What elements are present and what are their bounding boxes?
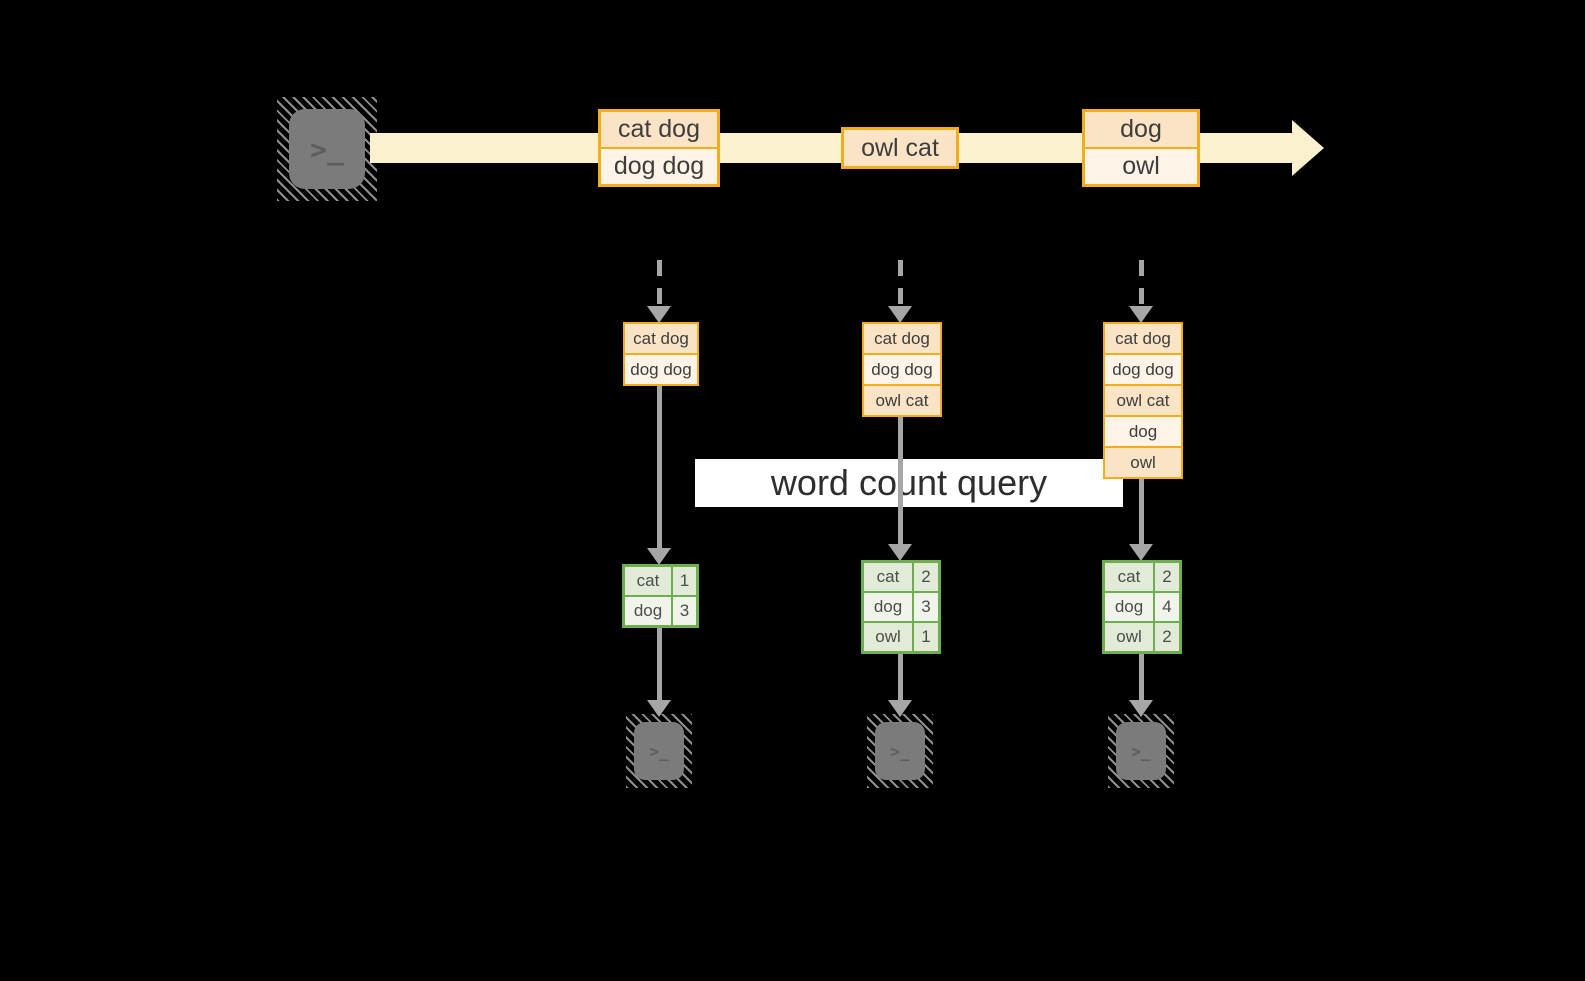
buffer-line: owl [1105,446,1181,477]
event-line: dog [1085,112,1197,147]
count-value: 1 [673,567,696,595]
count-value: 2 [1155,623,1179,651]
event-line: dog dog [601,147,717,184]
buffer-line: dog dog [1105,353,1181,384]
event-line: owl cat [844,130,956,166]
count-word: dog [1105,593,1153,621]
count-word: dog [625,597,671,625]
count-word: owl [864,623,912,651]
arrowhead-icon [647,700,671,717]
buffer-line: cat dog [625,324,697,353]
dashed-arrow-line [657,260,662,306]
arrowhead-icon [888,700,912,717]
arrowhead-icon [1129,700,1153,717]
terminal-prompt-icon: >_ [890,741,910,761]
buffer-line: dog dog [864,353,940,384]
arrow-line [1139,479,1144,544]
arrow-line [898,654,903,700]
count-table-1: cat 1 dog 3 [622,564,699,628]
count-word: dog [864,593,912,621]
arrow-line [898,417,903,544]
count-word: cat [625,567,671,595]
arrow-line [1139,654,1144,700]
count-word: cat [1105,563,1153,591]
count-table-2: cat 2 dog 3 owl 1 [861,560,941,654]
count-value: 2 [914,563,938,591]
buffer-stack-2: cat dog dog dog owl cat [862,322,942,417]
buffer-line: owl cat [864,384,940,415]
arrowhead-icon [647,306,671,323]
count-word: owl [1105,623,1153,651]
source-terminal-icon: >_ [289,109,365,189]
arrowhead-icon [1129,544,1153,561]
buffer-line: owl cat [1105,384,1181,415]
count-value: 4 [1155,593,1179,621]
count-value: 1 [914,623,938,651]
arrowhead-icon [647,548,671,565]
count-table-3: cat 2 dog 4 owl 2 [1102,560,1182,654]
buffer-stack-1: cat dog dog dog [623,322,699,386]
dashed-arrow-line [898,260,903,306]
arrowhead-icon [1129,306,1153,323]
count-value: 2 [1155,563,1179,591]
buffer-line: cat dog [864,324,940,353]
stream-event-3: dog owl [1082,109,1200,187]
terminal-prompt-icon: >_ [1131,741,1151,761]
stream-event-1: cat dog dog dog [598,109,720,187]
stream-event-2: owl cat [841,127,959,169]
count-value: 3 [914,593,938,621]
buffer-line: cat dog [1105,324,1181,353]
stream-arrowhead-icon [1292,120,1324,176]
arrow-line [657,386,662,548]
arrow-line [657,628,662,700]
count-word: cat [864,563,912,591]
count-value: 3 [673,597,696,625]
sink-terminal-icon-1: >_ [634,722,684,780]
query-banner: word count query [695,459,1123,507]
arrowhead-icon [888,306,912,323]
sink-terminal-icon-3: >_ [1116,722,1166,780]
buffer-stack-3: cat dog dog dog owl cat dog owl [1103,322,1183,479]
buffer-line: dog dog [625,353,697,384]
terminal-prompt-icon: >_ [649,741,669,761]
buffer-line: dog [1105,415,1181,446]
dashed-arrow-line [1139,260,1144,306]
terminal-prompt-icon: >_ [310,132,344,166]
event-line: owl [1085,147,1197,184]
sink-terminal-icon-2: >_ [875,722,925,780]
event-line: cat dog [601,112,717,147]
arrowhead-icon [888,544,912,561]
